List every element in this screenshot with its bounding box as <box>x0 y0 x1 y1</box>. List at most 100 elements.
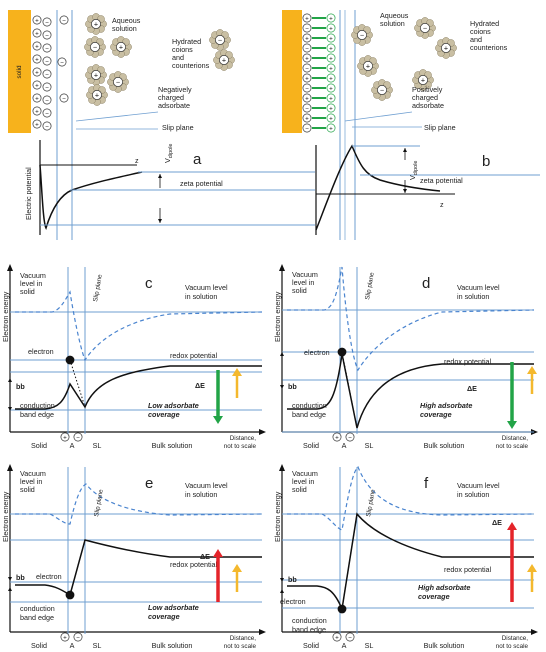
surface-charge-b-8-sign: + <box>305 96 309 103</box>
energy-arrow-1-c-head <box>232 368 242 376</box>
pos-adsorbate-label-line-1: charged <box>412 93 438 102</box>
aqueous-label-a-line-0: Aqueous <box>112 16 141 25</box>
surface-charge-a-2-circle <box>32 41 42 51</box>
ion-a-1: − <box>84 36 106 58</box>
energy-arrow-1-f-head <box>527 564 537 572</box>
bb-arrow-1-f-head <box>280 589 284 593</box>
band-curve-e <box>15 539 262 597</box>
adsorbate-head-b-0-sign: + <box>329 16 333 23</box>
panel-letter-f: f <box>424 475 429 492</box>
ion-a-7-sign: − <box>218 36 222 45</box>
adsorbed-charge-a-3-circle <box>42 56 52 66</box>
bb-arrow-0-c-head <box>8 378 12 382</box>
ion-a-6: + <box>85 13 107 35</box>
adsorbate-head-b-5-circle <box>326 63 336 73</box>
pointer-adsorbate-b <box>344 111 413 122</box>
slip-region-label-e: SL <box>93 641 102 650</box>
adsorbate-head-b-4-sign: + <box>329 56 333 63</box>
adsorbed-charge-a-1-sign: − <box>45 33 49 40</box>
electric-potential-label: Electric potential <box>24 167 33 220</box>
ion-a-4-core <box>113 77 123 87</box>
coverage-label-f-line-0: High adsorbate <box>418 583 470 592</box>
cbe-label-f-line-0: conduction <box>292 616 327 625</box>
adsorbate-head-b-1-circle <box>326 23 336 33</box>
ion-a-1-core <box>90 42 100 52</box>
vacuum-solid-label-e-line-2: solid <box>20 485 35 494</box>
neg-adsorbate-label-line-1: charged <box>158 93 184 102</box>
coverage-label-d-line-1: coverage <box>420 410 452 419</box>
electron-dot-d <box>337 347 347 357</box>
vacuum-level-curve-d <box>287 266 535 372</box>
aqueous-label-a-line-1: solution <box>112 24 137 33</box>
solid-region-label-f: Solid <box>303 641 319 650</box>
adsorbed-charge-a-2-sign: − <box>45 46 49 53</box>
vacuum-solid-label-d-line-0: Vacuum <box>292 270 318 279</box>
solid-region-label-c: Solid <box>31 441 47 450</box>
ion-a-2: + <box>110 36 132 58</box>
plane-charge-a-1-circle <box>57 57 67 67</box>
surface-charge-b-6-sign: + <box>305 76 309 83</box>
surface-charge-a-3-sign: + <box>35 57 39 64</box>
plane-charge-a-0-sign: − <box>62 18 66 25</box>
hydrated-label-b-line-2: and <box>470 35 482 44</box>
redox-label-c: redox potential <box>170 351 218 360</box>
bottom-charge-2-f-circle <box>345 632 355 642</box>
solid-block-b <box>282 10 302 133</box>
x-axis-head-c <box>259 429 266 435</box>
cbe-label-d-line-0: conduction <box>292 401 327 410</box>
bottom-charge-1-c-sign: + <box>63 435 67 442</box>
surface-charge-b-6-circle <box>302 73 312 83</box>
delta-e-label-d: ΔE <box>467 384 477 393</box>
pointer-adsorbate-a <box>75 111 159 122</box>
ion-a-8: + <box>213 49 235 71</box>
ion-a-3-sign: + <box>94 71 98 80</box>
ion-a-2-core <box>116 42 126 52</box>
ion-a-7: − <box>209 29 231 51</box>
x-axis-head-e <box>259 629 266 635</box>
bottom-charge-1-e-circle <box>60 632 70 642</box>
energy-arrow-0-f-head <box>507 522 517 530</box>
electron-transfer-path-d <box>341 351 358 429</box>
ion-b-2-core <box>363 61 373 71</box>
potential-curve-b <box>315 144 441 231</box>
cbe-label-c-line-1: band edge <box>20 410 54 419</box>
ion-b-5-sign: + <box>444 44 448 53</box>
surface-charge-b-3-circle <box>302 43 312 53</box>
adsorbate-head-b-5-sign: + <box>329 66 333 73</box>
energy-arrow-0-c-head <box>213 416 223 424</box>
adsorbate-head-b-7-circle <box>326 83 336 93</box>
zeta-label-a: zeta potential <box>180 179 223 188</box>
surface-charge-b-11-circle <box>302 123 312 133</box>
coverage-label-e-line-0: Low adsorbate <box>148 603 199 612</box>
coverage-label-f-line-1: coverage <box>418 592 450 601</box>
distance-label-d-line-1: not to scale <box>496 443 529 450</box>
surface-charge-b-2-sign: + <box>305 36 309 43</box>
adsorbed-charge-a-5-circle <box>42 82 52 92</box>
ion-b-1-sign: − <box>360 31 364 40</box>
adsorbate-head-b-6-sign: + <box>329 76 333 83</box>
electron-transfer-path-e <box>69 539 86 596</box>
surface-charge-a-0-sign: + <box>35 18 39 25</box>
surface-charge-a-6-circle <box>32 93 42 103</box>
coverage-label-d-line-0: High adsorbate <box>420 401 472 410</box>
hydrated-label-b-line-3: counterions <box>470 43 508 52</box>
delta-e-label-e: ΔE <box>200 552 210 561</box>
distance-label-c-line-1: not to scale <box>224 443 257 450</box>
vacuum-solution-label-d-line-1: in solution <box>457 292 489 301</box>
bb-label-d: bb <box>288 382 297 391</box>
redox-label-f: redox potential <box>444 565 492 574</box>
surface-charge-a-8-sign: + <box>35 122 39 129</box>
ion-a-4: − <box>107 71 129 93</box>
solid-block-a <box>8 10 31 133</box>
adsorbate-head-b-8-circle <box>326 93 336 103</box>
adsorbate-head-b-11-circle <box>326 123 336 133</box>
adsorbate-head-b-6-circle <box>326 73 336 83</box>
ylabel-c: Electron energy <box>1 291 10 342</box>
ion-b-4-sign: + <box>421 76 425 85</box>
vacuum-solid-label-e-line-0: Vacuum <box>20 469 46 478</box>
slip-plane-label-e: Slip plane <box>93 488 105 517</box>
vacuum-solution-label-c-line-1: in solution <box>185 292 217 301</box>
electron-label-c: electron <box>28 347 54 356</box>
